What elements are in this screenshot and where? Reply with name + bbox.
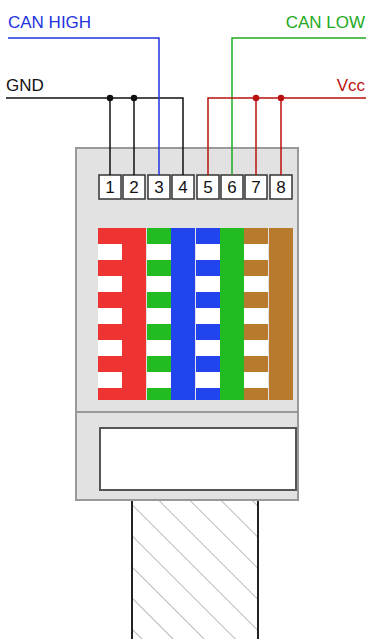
signal-name: Vcc bbox=[337, 77, 365, 94]
pin-boxes bbox=[99, 175, 292, 199]
pin-number: 7 bbox=[251, 179, 260, 196]
latch-window bbox=[100, 428, 296, 490]
can-high-wire bbox=[8, 38, 159, 175]
gnd-wire bbox=[6, 96, 183, 176]
pin-number: 6 bbox=[227, 179, 236, 196]
signal-name: CAN HIGH bbox=[8, 14, 91, 31]
pin-number: 5 bbox=[203, 179, 212, 196]
signal-name: CAN LOW bbox=[286, 14, 365, 31]
plug-latch bbox=[76, 412, 298, 500]
cable bbox=[132, 500, 258, 639]
signal-name: GND bbox=[6, 77, 44, 94]
pin-number: 2 bbox=[129, 179, 138, 196]
can-low-wire bbox=[232, 38, 366, 175]
pin-number: 4 bbox=[178, 179, 187, 196]
plug-body bbox=[76, 148, 298, 412]
pin-number: 8 bbox=[276, 179, 285, 196]
wire-colors bbox=[98, 228, 293, 400]
pin-number: 1 bbox=[105, 179, 114, 196]
pin-number: 3 bbox=[154, 179, 163, 196]
vcc-wire bbox=[208, 96, 366, 176]
